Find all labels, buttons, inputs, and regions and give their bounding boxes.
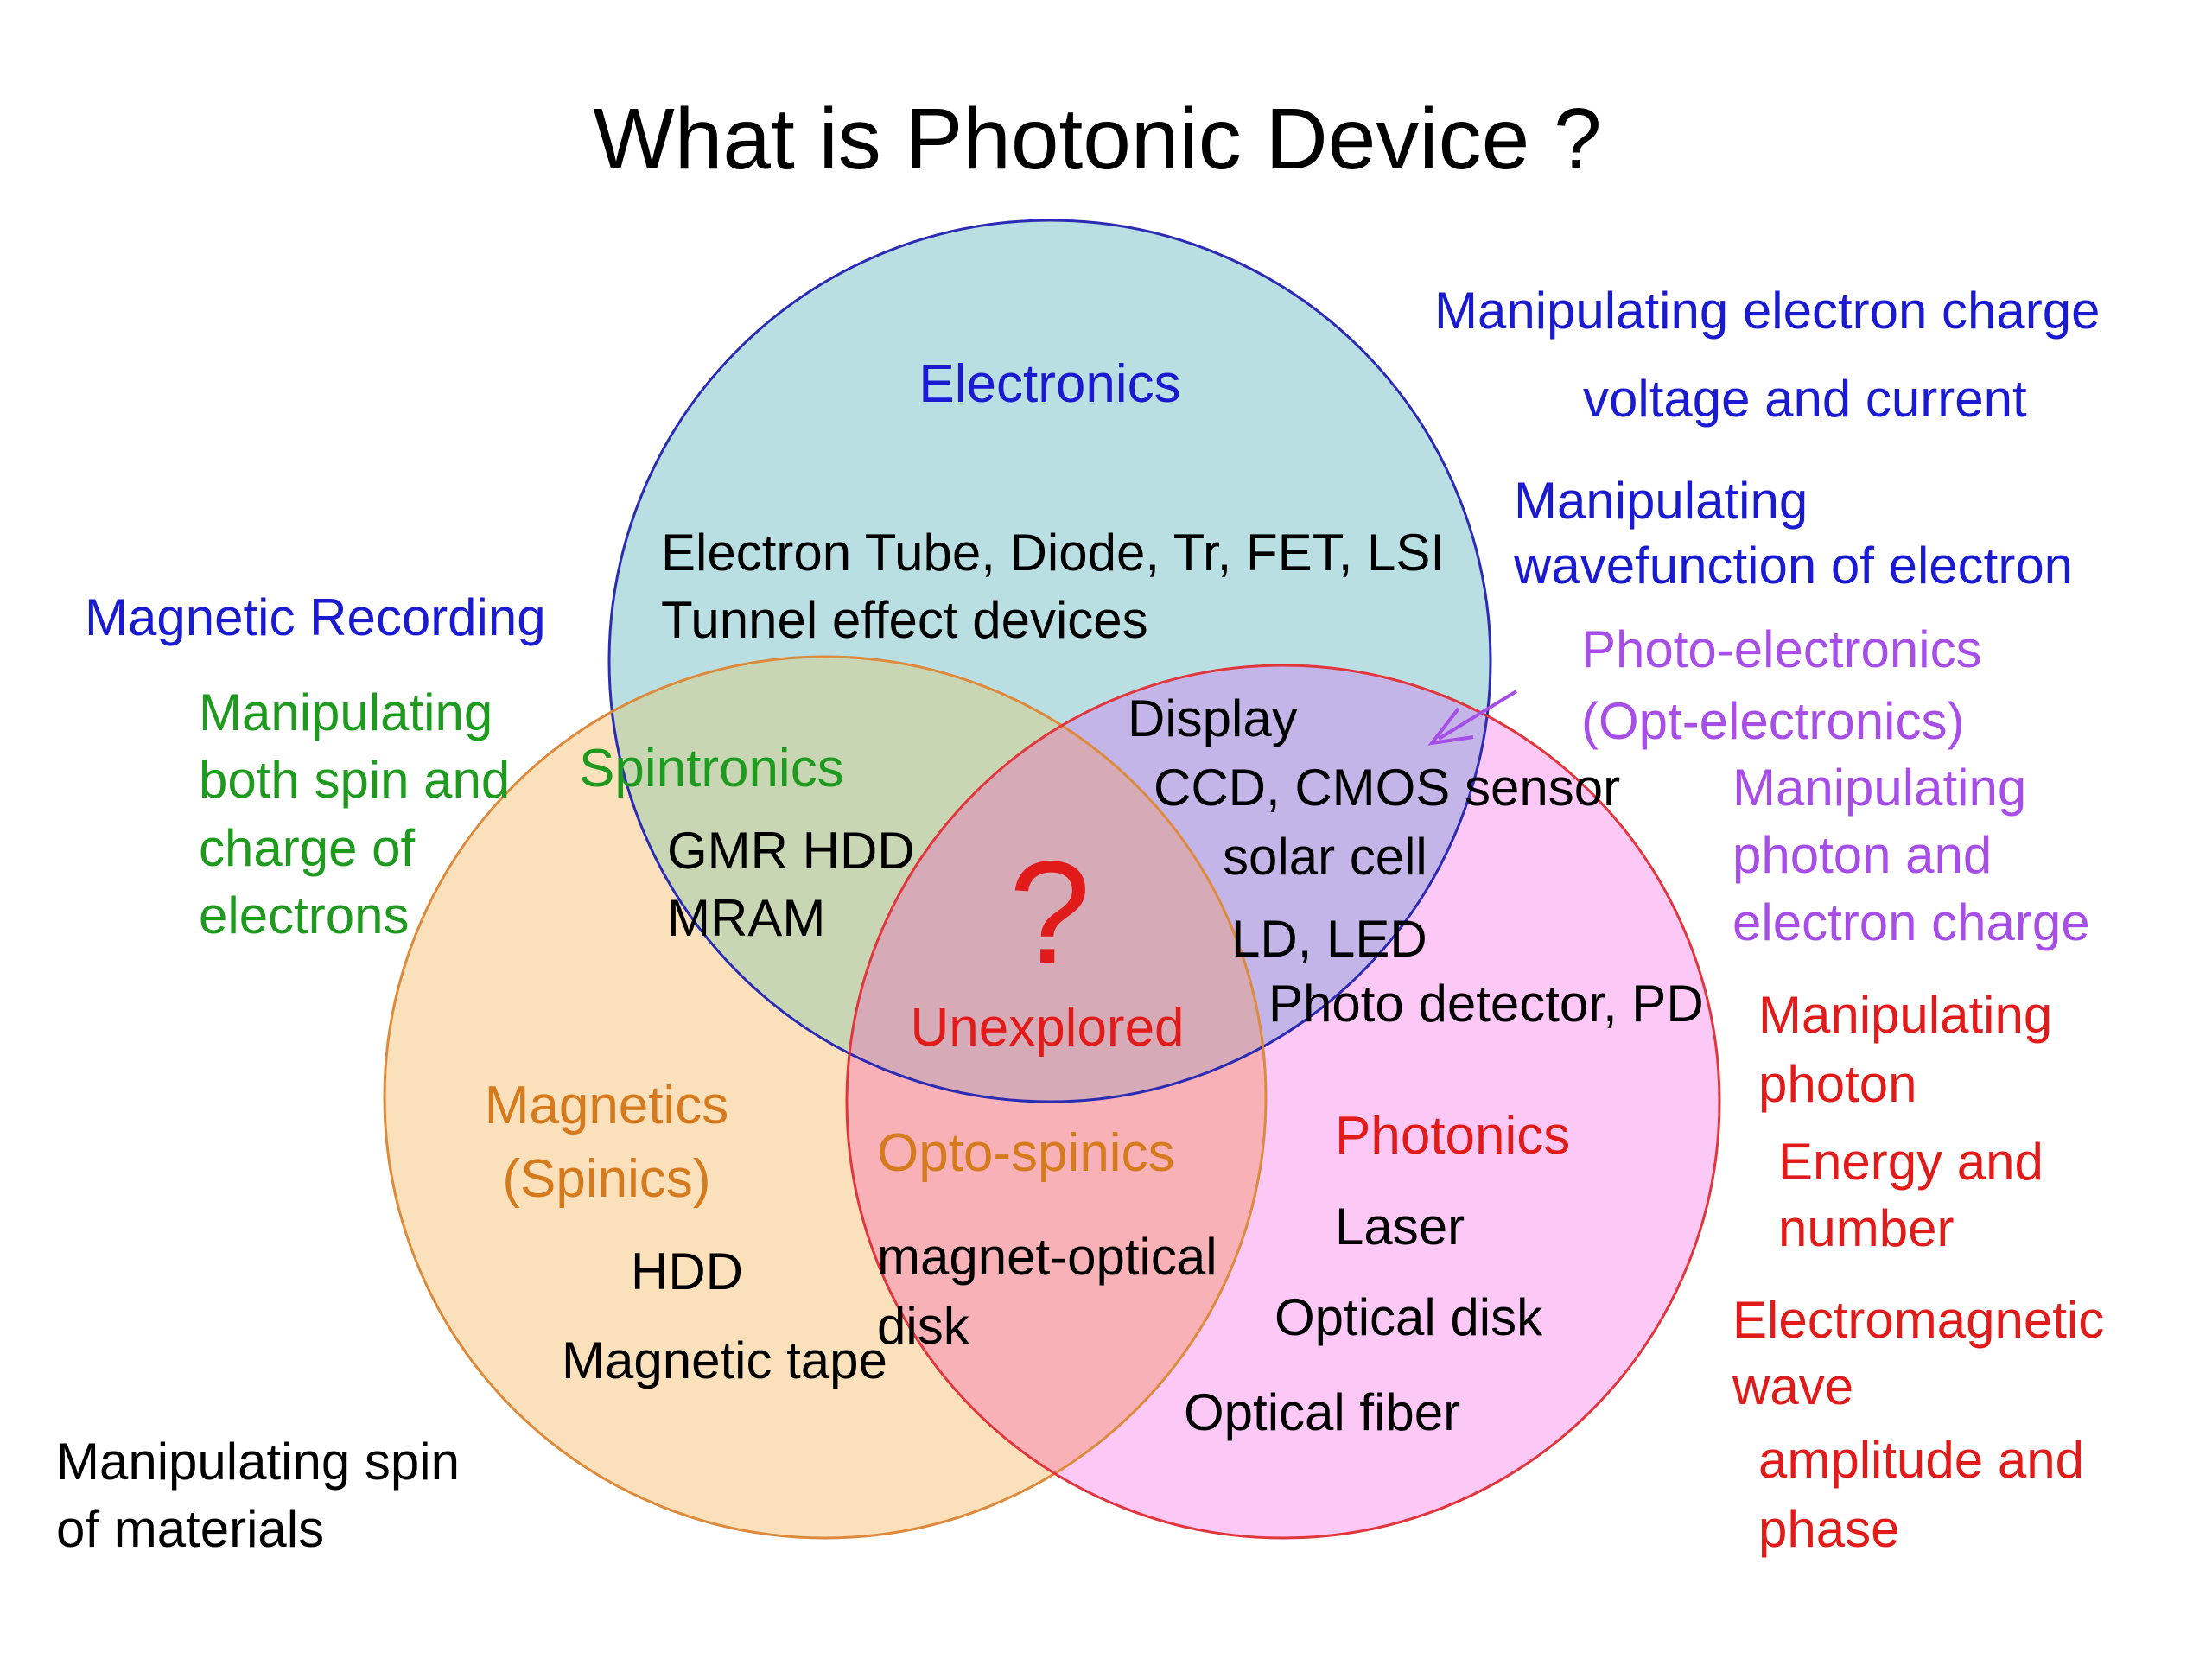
page-title: What is Photonic Device ? (593, 91, 1601, 188)
magnetics-label: Magnetics (485, 1076, 729, 1135)
optospinics-item: disk (877, 1297, 970, 1355)
electronics-annotation: wavefunction of electron (1513, 537, 2073, 594)
magnetics-outline (383, 655, 1268, 1540)
electronics-label: Electronics (918, 354, 1180, 414)
magnetics-annotation: Manipulating spin (56, 1433, 460, 1491)
center-question-mark: ? (1009, 831, 1091, 995)
photoelectronics-title: (Opt-electronics) (1581, 692, 1964, 750)
photonics-annotation: amplitude and (1758, 1431, 2084, 1489)
electronics-item: Electron Tube, Diode, Tr, FET, LSI (661, 524, 1445, 582)
photoelectronics-annotation: photon and (1732, 826, 1992, 884)
photonics-outline (845, 664, 1721, 1540)
spintronics-item: GMR HDD (667, 822, 915, 880)
photonics-annotation: Manipulating (1758, 986, 2052, 1044)
spintronics-item: MRAM (667, 889, 825, 947)
photonics-item: Optical fiber (1184, 1383, 1460, 1441)
electronics-item: Tunnel effect devices (661, 591, 1148, 649)
photonics-annotation: photon (1758, 1055, 1917, 1113)
magnetics-item: HDD (631, 1243, 743, 1300)
spintronics-annotation-title: Magnetic Recording (85, 588, 546, 646)
photoelectronics-title: Photo-electronics (1581, 620, 1982, 678)
spintronics-annotation: charge of (199, 819, 415, 877)
photoelectronics-annotation: Manipulating (1732, 759, 2026, 817)
photoelectronics-item: CCD, CMOS sensor (1154, 759, 1620, 817)
photonics-annotation: Energy and (1778, 1133, 2044, 1191)
photoelectronics-item: Photo detector, PD (1268, 975, 1704, 1033)
electronics-annotation: Manipulating electron charge (1434, 282, 2100, 340)
spintronics-label: Spintronics (579, 739, 844, 798)
optospinics-item: magnet-optical (877, 1228, 1217, 1286)
electronics-annotation: Manipulating (1514, 472, 1808, 530)
spintronics-annotation: both spin and (199, 751, 510, 809)
photonics-annotation: wave (1732, 1357, 1853, 1415)
photonics-label: Photonics (1335, 1106, 1570, 1166)
photonics-annotation: number (1778, 1199, 1954, 1257)
photoelectronics-annotation: electron charge (1732, 893, 2090, 951)
magnetics-annotation: of materials (56, 1500, 324, 1558)
photonics-annotation: Electromagnetic (1732, 1291, 2104, 1349)
arrow-icon (1427, 690, 1518, 746)
photonics-item: Laser (1335, 1198, 1465, 1255)
magnetics-item: Magnetic tape (562, 1332, 887, 1389)
electronics-outline (607, 219, 1492, 1103)
photoelectronics-item: LD, LED (1231, 910, 1427, 968)
photonics-item: Optical disk (1274, 1288, 1543, 1346)
center-label: Unexplored (910, 998, 1184, 1058)
spintronics-annotation: electrons (199, 887, 409, 944)
electronics-annotation: voltage and current (1583, 370, 2027, 428)
photonics-annotation: phase (1758, 1500, 1899, 1558)
photoelectronics-item: Display (1128, 690, 1298, 747)
photoelectronics-item: solar cell (1223, 828, 1427, 886)
spintronics-annotation: Manipulating (199, 683, 493, 741)
optospinics-label: Opto-spinics (877, 1123, 1175, 1183)
magnetics-label-sub: (Spinics) (502, 1149, 710, 1209)
center-overlap (847, 665, 1266, 1102)
